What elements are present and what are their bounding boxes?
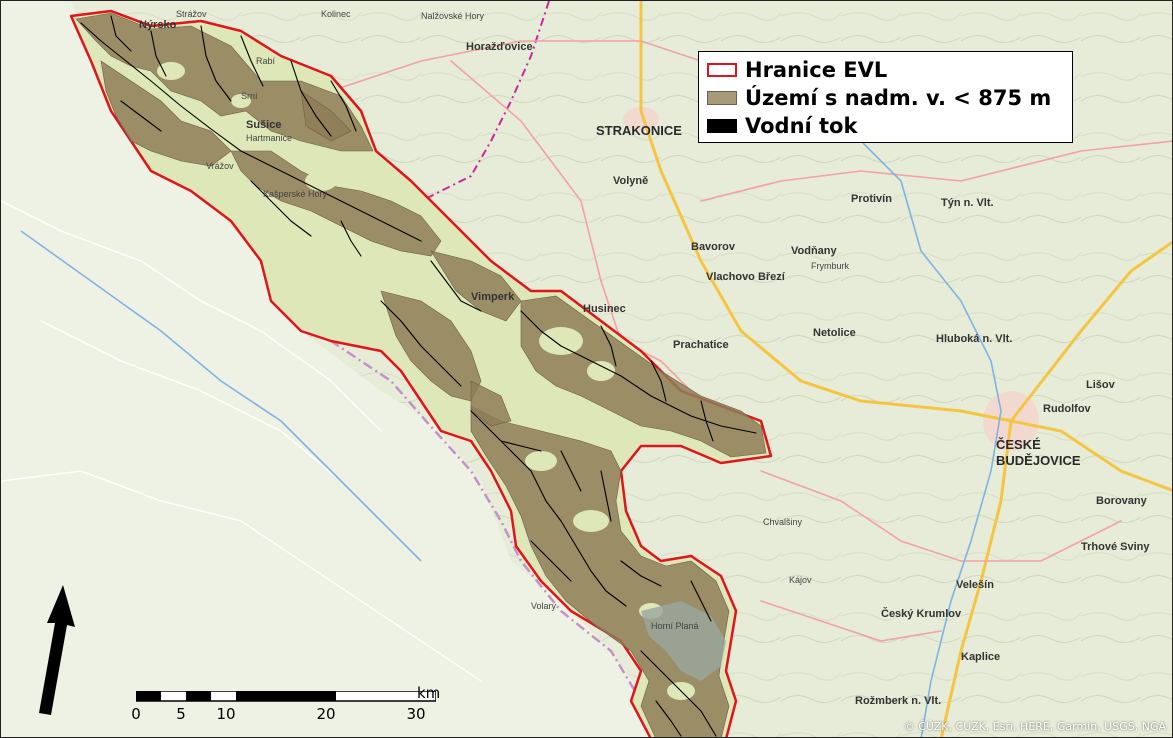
place-label: Nalžovské Hory: [421, 11, 485, 21]
germany-area: [1, 1, 661, 737]
place-label: ČESKÉ: [996, 437, 1041, 452]
scale-tick: 30: [406, 705, 426, 723]
legend-label: Území s nadm. v. < 875 m: [745, 86, 1052, 110]
place-label: Kaplice: [961, 651, 1001, 663]
place-label: Rožmberk n. Vlt.: [855, 695, 942, 707]
place-label: Sušice: [246, 119, 282, 131]
place-label: Hartmanice: [246, 133, 293, 143]
place-label: Vodňany: [791, 245, 837, 257]
place-label: Frymburk: [811, 261, 849, 271]
place-label: Týn n. Vlt.: [941, 197, 994, 209]
place-label: Volyně: [613, 175, 649, 187]
legend-item-evl-border: Hranice EVL: [707, 56, 1064, 84]
place-label: Chvalšiny: [763, 517, 803, 527]
scale-tick: 0: [131, 705, 141, 723]
scale-bar: 0 5 10 20 30 km: [126, 684, 456, 729]
scale-tick: 10: [216, 705, 236, 723]
place-label: Rudolfov: [1043, 403, 1091, 415]
place-label: Vimperk: [471, 291, 515, 303]
strakonice-urban: [623, 107, 659, 131]
place-label: Kolinec: [321, 9, 351, 19]
place-label: Velešín: [956, 579, 994, 591]
evl-border-swatch: [707, 63, 737, 77]
stream-swatch: [707, 119, 737, 133]
lowland-swatch: [707, 91, 737, 105]
place-label: Kájov: [789, 575, 812, 585]
lipno-lake: [641, 601, 726, 681]
scale-unit: km: [417, 684, 441, 702]
place-label: Volary: [531, 601, 557, 611]
scale-tick: 20: [316, 705, 336, 723]
legend-label: Hranice EVL: [745, 58, 888, 82]
place-label: Český Krumlov: [881, 608, 962, 620]
streams: [80, 15, 757, 737]
place-label: Nýrsko: [139, 19, 177, 31]
place-label: Protivín: [851, 193, 892, 205]
legend-label: Vodní tok: [745, 114, 858, 138]
legend: Hranice EVL Území s nadm. v. < 875 m Vod…: [698, 51, 1073, 143]
place-label: BUDĚJOVICE: [996, 453, 1081, 468]
place-label: Kašperské Hory: [263, 189, 328, 199]
north-arrow-icon: [39, 585, 75, 715]
legend-item-stream: Vodní tok: [707, 112, 1064, 140]
place-label: Trhové Sviny: [1081, 541, 1150, 553]
legend-item-lowland: Území s nadm. v. < 875 m: [707, 84, 1064, 112]
scale-bar-graphic: [136, 691, 436, 702]
place-label: Husinec: [583, 303, 626, 315]
place-label: Vrážov: [206, 161, 234, 171]
place-label: Horažďovice: [466, 41, 533, 53]
place-label: Horní Planá: [651, 621, 699, 631]
place-label: Prachatice: [673, 339, 729, 351]
place-label: Rabí: [256, 56, 276, 66]
place-label: Lišov: [1086, 379, 1115, 391]
scale-tick: 5: [176, 705, 186, 723]
place-label: Netolice: [813, 327, 856, 339]
place-label: Borovany: [1096, 495, 1147, 507]
place-label: STRAKONICE: [596, 123, 682, 138]
place-label: Srní: [241, 91, 258, 101]
place-label: Strážov: [176, 9, 207, 19]
place-label: Bavorov: [691, 241, 736, 253]
map-attribution: © ČÚZK, CUZK, Esri, HERE, Garmin, USGS, …: [903, 720, 1166, 733]
place-label: Hluboká n. Vlt.: [936, 333, 1013, 345]
place-label: Vlachovo Březí: [706, 271, 785, 283]
